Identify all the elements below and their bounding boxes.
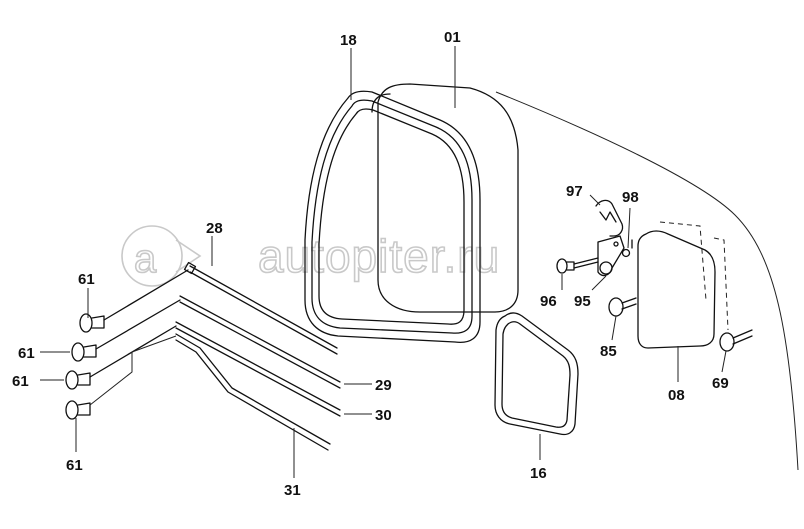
callout-30: 30 <box>375 407 392 424</box>
callout-98: 98 <box>622 189 639 206</box>
callout-28: 28 <box>206 220 223 237</box>
callout-01: 01 <box>444 29 461 46</box>
part-61-bolt-d <box>65 335 177 420</box>
leader-lines <box>40 46 727 478</box>
part-61-bolt-b <box>71 299 181 362</box>
callout-95: 95 <box>574 293 591 310</box>
callout-labels: 18 01 97 98 28 61 61 61 61 96 95 85 69 0… <box>12 29 729 499</box>
callout-08: 08 <box>668 387 685 404</box>
callout-18: 18 <box>340 32 357 49</box>
callout-31: 31 <box>284 482 301 499</box>
callout-96: 96 <box>540 293 557 310</box>
callout-61-a: 61 <box>78 271 95 288</box>
part-96-bolt <box>556 257 599 274</box>
callout-61-c: 61 <box>12 373 29 390</box>
part-08-glass <box>637 230 716 349</box>
callout-29: 29 <box>375 377 392 394</box>
callout-69: 69 <box>712 375 729 392</box>
callout-61-d: 61 <box>66 457 83 474</box>
part-85-pin <box>608 297 637 317</box>
callout-97: 97 <box>566 183 583 200</box>
svg-text:a: a <box>134 237 157 281</box>
part-31-rod <box>175 333 331 451</box>
part-98-bolt <box>621 239 633 258</box>
callout-61-b: 61 <box>18 345 35 362</box>
part-28-rod <box>183 261 338 355</box>
part-97-clip <box>595 199 624 237</box>
watermark-logo: a <box>121 225 202 287</box>
part-95-latch <box>597 235 625 277</box>
part-30-rod <box>175 321 341 417</box>
cab-outline <box>495 91 799 471</box>
part-29-rod <box>179 295 341 389</box>
part-69-pin <box>719 329 753 352</box>
part-18-seal <box>304 90 481 344</box>
part-61-bolt-a <box>79 269 189 333</box>
callout-85: 85 <box>600 343 617 360</box>
part-16-seal <box>494 312 579 436</box>
callout-16: 16 <box>530 465 547 482</box>
